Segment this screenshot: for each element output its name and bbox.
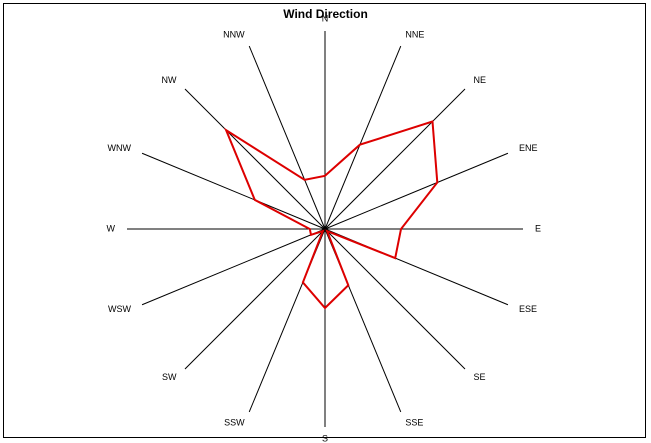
direction-label-sse: SSE: [405, 417, 423, 427]
spoke-nne: [324, 45, 402, 230]
spoke-nw: [184, 88, 326, 230]
direction-label-nnw: NNW: [223, 29, 245, 39]
spokes: [127, 31, 523, 427]
direction-label-nw: NW: [162, 75, 177, 85]
spoke-wsw: [141, 228, 326, 306]
spoke-sw: [184, 228, 326, 370]
direction-label-se: SE: [474, 372, 486, 382]
direction-label-ssw: SSW: [224, 417, 245, 427]
direction-labels: N NNE NE ENE E ESE SE SSE S SSW SW WSW W WNW NW NNW: [107, 13, 542, 443]
chart-title: Wind Direction: [283, 7, 368, 21]
direction-label-wsw: WSW: [108, 304, 131, 314]
series-polygon-0: [223, 120, 439, 310]
spoke-nnw: [248, 45, 326, 230]
direction-label-ene: ENE: [519, 143, 538, 153]
direction-label-s: S: [322, 433, 328, 443]
spoke-se: [324, 228, 466, 370]
direction-label-e: E: [535, 223, 541, 233]
spoke-ene: [324, 152, 509, 230]
direction-label-nne: NNE: [405, 29, 424, 39]
direction-label-w: W: [107, 223, 116, 233]
direction-label-ese: ESE: [519, 304, 537, 314]
spoke-wnw: [141, 152, 326, 230]
direction-label-n: N: [322, 13, 329, 23]
direction-label-sw: SW: [162, 372, 177, 382]
spoke-ne: [324, 88, 466, 230]
series-layer: [223, 120, 439, 310]
direction-label-ne: NE: [474, 75, 487, 85]
direction-label-wnw: WNW: [108, 143, 132, 153]
